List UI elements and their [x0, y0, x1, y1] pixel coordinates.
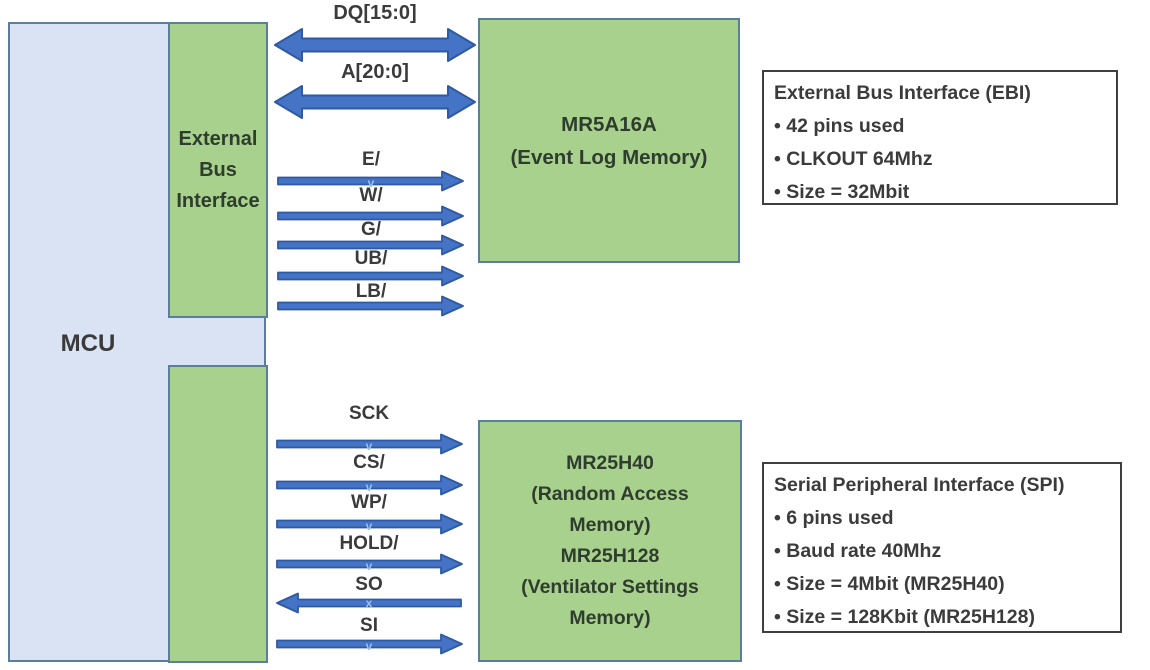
connector-marker: v [365, 639, 373, 653]
right-arrow-si [276, 633, 463, 655]
spi-info-box: Serial Peripheral Interface (SPI) • 6 pi… [762, 462, 1122, 633]
right-arrow-cs [276, 474, 463, 496]
right-arrow-wp [276, 513, 463, 535]
spi-port-block [168, 365, 268, 663]
memory-block-mr5a16a: MR5A16A (Event Log Memory) [478, 18, 740, 263]
left-arrow-so [276, 592, 462, 614]
signal-label-g: G/ [360, 219, 382, 240]
signal-label-a: A[20:0] [341, 61, 409, 83]
signal-label-hold: HOLD/ [339, 533, 399, 554]
bidirectional-arrow-a [274, 85, 476, 119]
signal-label-dq: DQ[15:0] [333, 2, 417, 24]
ebi-info-box: External Bus Interface (EBI) • 42 pins u… [762, 70, 1118, 205]
signal-label-ub: UB/ [354, 248, 388, 269]
ebi-info-items: • 42 pins used • CLKOUT 64Mhz • Size = 3… [774, 115, 933, 203]
right-arrow-w [277, 205, 464, 227]
connector-marker: v [365, 439, 373, 453]
connector-marker: v [365, 480, 373, 494]
memory-block-mr25h40-mr25h128: MR25H40 (Random Access Memory) MR25H128 … [478, 420, 742, 662]
signal-label-cs: CS/ [353, 452, 385, 473]
connector-marker: v [365, 559, 373, 573]
right-arrow-e [277, 170, 464, 192]
signal-label-lb: LB/ [355, 281, 387, 302]
ebi-info-title: External Bus Interface (EBI) [774, 82, 1031, 104]
bidirectional-arrow-dq [274, 28, 476, 62]
connector-marker: v [367, 176, 375, 190]
signal-label-w: W/ [359, 185, 383, 206]
right-arrow-sck [276, 433, 463, 455]
signal-label-wp: WP/ [351, 492, 387, 513]
mcu-label: MCU [60, 330, 116, 357]
right-arrow-ub [277, 265, 464, 287]
spi-info-items: • 6 pins used • Baud rate 40Mhz • Size =… [774, 507, 1035, 628]
signal-label-so: SO [355, 574, 383, 595]
right-arrow-hold [276, 553, 463, 575]
connector-marker: x [365, 596, 373, 610]
signal-label-e: E/ [362, 149, 380, 170]
connector-marker: v [365, 519, 373, 533]
spi-info-title: Serial Peripheral Interface (SPI) [774, 474, 1065, 496]
signal-label-sck: SCK [348, 403, 390, 424]
ebi-block: External Bus Interface [168, 22, 268, 318]
signal-label-si: SI [360, 615, 378, 636]
right-arrow-lb [277, 295, 464, 317]
right-arrow-g [277, 234, 464, 256]
